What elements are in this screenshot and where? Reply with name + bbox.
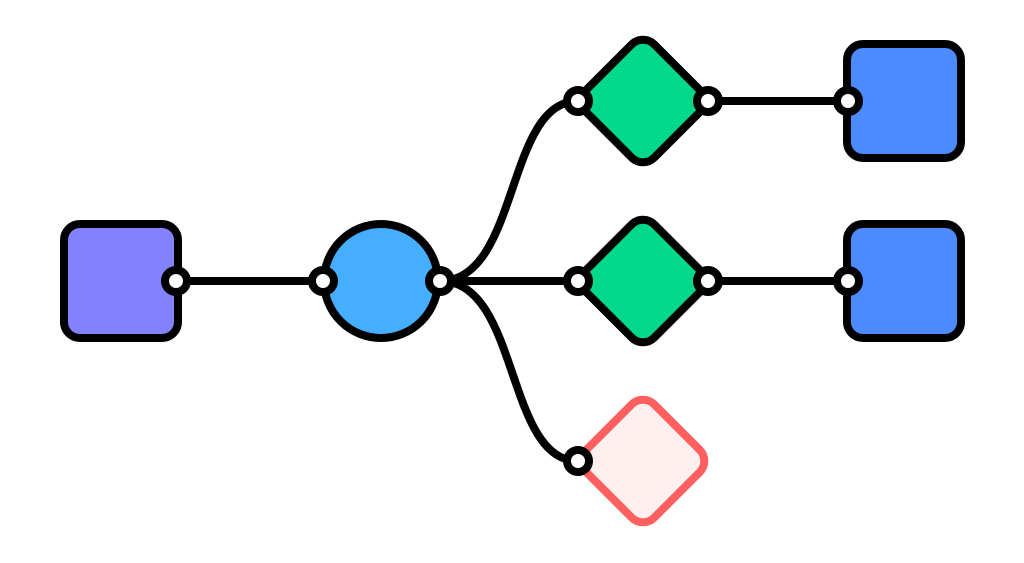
- port-target-middle-in[interactable]: [833, 266, 863, 296]
- port-decision-bottom-in[interactable]: [563, 446, 593, 476]
- error-diamond-bottom[interactable]: [575, 393, 711, 529]
- hub-circle-node[interactable]: [320, 220, 442, 342]
- decision-diamond-top[interactable]: [575, 33, 711, 169]
- edge-hub-decision-bottom: [436, 277, 582, 465]
- source-square-node[interactable]: [60, 220, 182, 342]
- port-decision-middle-in[interactable]: [563, 266, 593, 296]
- port-decision-middle-out[interactable]: [693, 266, 723, 296]
- port-hub-in[interactable]: [308, 266, 338, 296]
- decision-diamond-middle[interactable]: [575, 213, 711, 349]
- port-hub-out[interactable]: [425, 266, 455, 296]
- target-square-middle[interactable]: [843, 220, 965, 342]
- target-square-top[interactable]: [843, 40, 965, 162]
- port-decision-top-out[interactable]: [693, 86, 723, 116]
- port-source-out[interactable]: [161, 266, 191, 296]
- port-decision-top-in[interactable]: [563, 86, 593, 116]
- edge-hub-decision-top: [436, 97, 582, 285]
- port-target-top-in[interactable]: [833, 86, 863, 116]
